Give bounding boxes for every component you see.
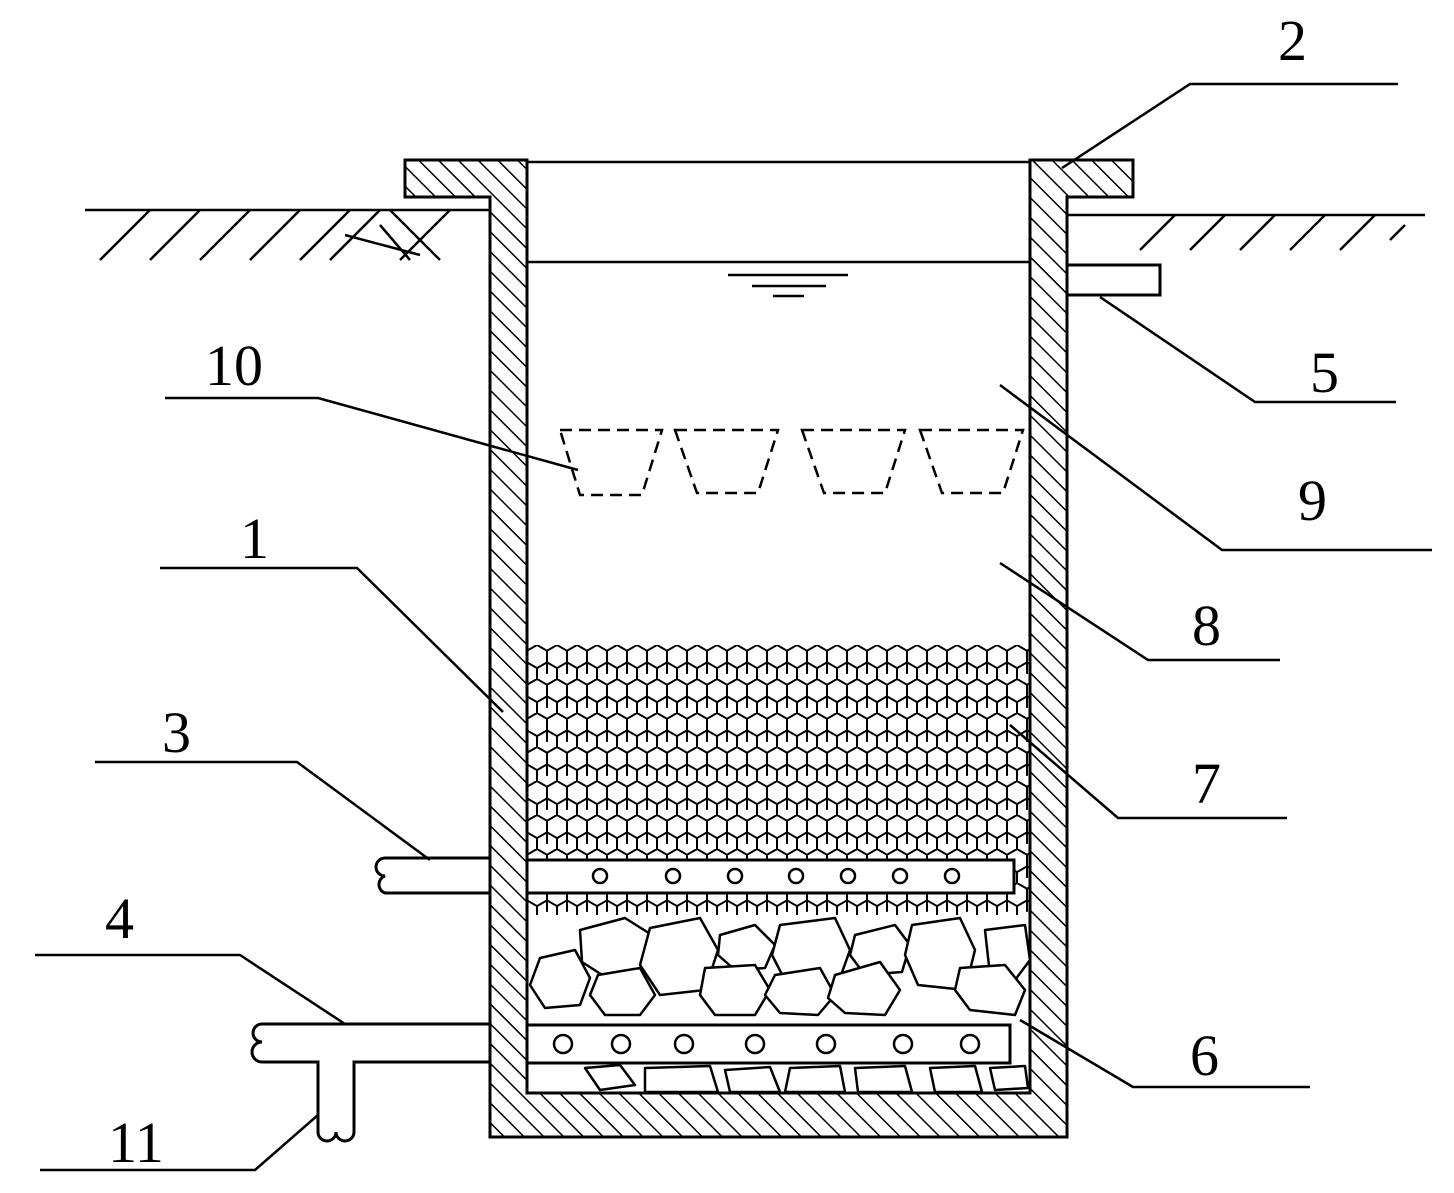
label-2: 2 <box>1278 8 1307 73</box>
label-3: 3 <box>162 700 191 765</box>
ground-left <box>85 208 490 261</box>
label-9: 9 <box>1298 468 1327 533</box>
basket <box>558 428 664 497</box>
label-6: 6 <box>1190 1023 1219 1088</box>
label-1: 1 <box>240 506 269 571</box>
perforated-pipe-lower <box>250 1022 1012 1143</box>
basket <box>918 428 1025 495</box>
leader-3 <box>95 760 431 862</box>
label-7: 7 <box>1192 751 1221 816</box>
leader-10 <box>165 396 579 472</box>
perforated-pipe-upper <box>374 856 1016 895</box>
callout-labels: 2 5 9 8 7 6 10 1 3 4 11 <box>105 8 1339 1175</box>
basket <box>673 428 780 495</box>
dashed-baskets <box>558 428 1025 497</box>
ground-right <box>1068 213 1425 251</box>
label-11: 11 <box>108 1110 164 1175</box>
leader-1 <box>160 566 504 713</box>
leader-9 <box>999 383 1432 552</box>
leader-5 <box>1099 295 1396 404</box>
label-4: 4 <box>105 886 134 951</box>
leader-11 <box>40 1114 319 1172</box>
leader-4 <box>35 953 346 1026</box>
gravel-layer <box>528 916 1032 1094</box>
label-5: 5 <box>1310 340 1339 405</box>
overflow-outlet-pipe <box>1065 263 1162 297</box>
leader-lines <box>35 82 1432 1172</box>
water-level-symbol <box>728 273 848 298</box>
tank-wall <box>403 158 1135 1139</box>
leader-8 <box>999 561 1280 662</box>
label-10: 10 <box>205 333 263 398</box>
leader-6 <box>1019 1018 1310 1089</box>
label-8: 8 <box>1192 593 1221 658</box>
leader-7 <box>1009 724 1287 820</box>
leader-2 <box>1061 82 1398 170</box>
basket <box>800 428 907 495</box>
